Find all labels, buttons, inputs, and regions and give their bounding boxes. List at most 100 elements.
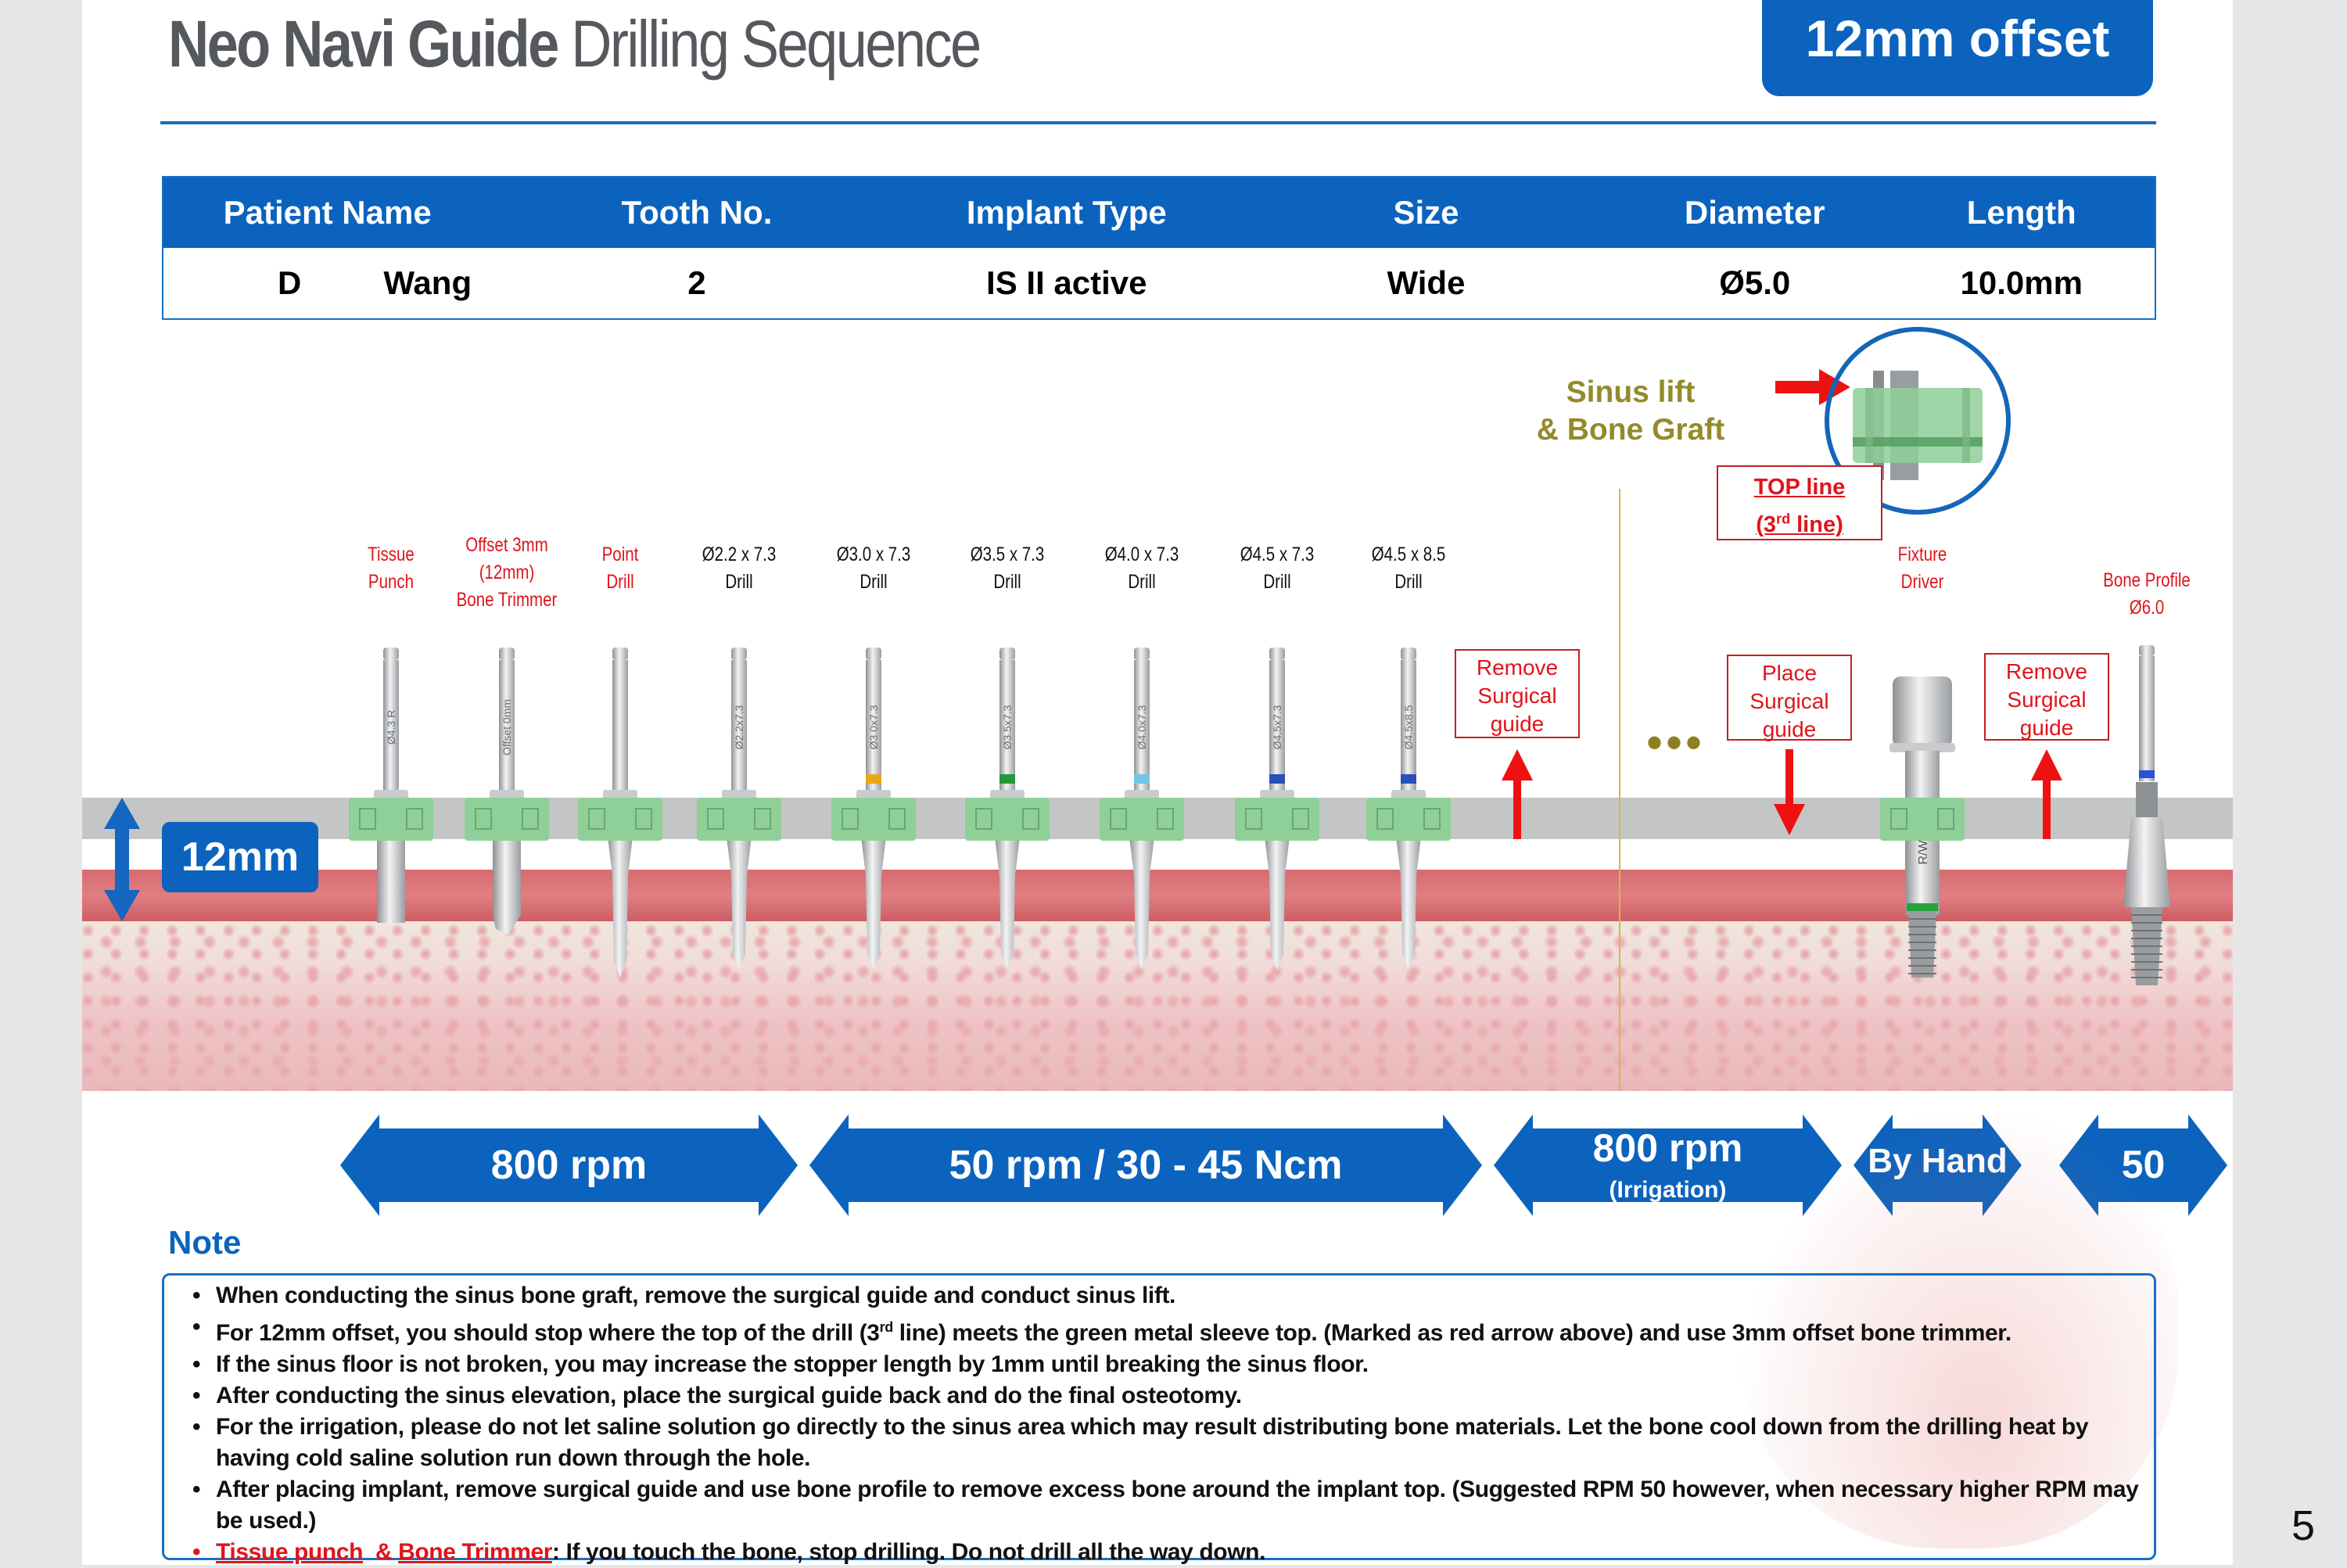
action-line: Surgical bbox=[1749, 689, 1829, 713]
drill-bit-icon: Ø4.3 R bbox=[349, 648, 433, 923]
double-arrow-horizontal-icon bbox=[809, 1114, 1482, 1216]
speed-arrow: 800 rpm bbox=[340, 1114, 798, 1216]
col-header-patient-name: Patient Name bbox=[163, 177, 492, 248]
depth-12mm-label: 12mm bbox=[162, 822, 318, 892]
tool-label: Offset 3mm(12mm)Bone Trimmer bbox=[443, 532, 571, 614]
svg-text:Ø2.2x7.3: Ø2.2x7.3 bbox=[733, 705, 745, 749]
offset-badge: 12mm offset bbox=[1762, 0, 2153, 96]
drill-bit-icon: Ø4.5x8.5 bbox=[1366, 648, 1451, 970]
tool-label-line: Drill bbox=[859, 571, 888, 593]
col-header-implant-type: Implant Type bbox=[902, 177, 1231, 248]
svg-text:Ø4.5x7.3: Ø4.5x7.3 bbox=[1271, 705, 1283, 749]
sleeve-detail-circle bbox=[1825, 327, 2011, 515]
cell-diameter: Ø5.0 bbox=[1621, 248, 1889, 319]
table-header-row: Patient Name Tooth No. Implant Type Size… bbox=[163, 177, 2155, 248]
speed-label: 800 rpm bbox=[1592, 1126, 1743, 1170]
top-line-callout: TOP line (3rd line) bbox=[1717, 465, 1882, 540]
drill-bit-icon: Ø2.2x7.3 bbox=[697, 648, 781, 970]
cell-patient-name: D Wang bbox=[163, 248, 492, 319]
tool-label-line: Bone Profile bbox=[2103, 569, 2191, 591]
ellipsis-icon: ••• bbox=[1646, 716, 1706, 769]
tool-label-line: Offset 3mm bbox=[465, 534, 548, 556]
double-arrow-horizontal-icon bbox=[1494, 1114, 1842, 1216]
svg-text:Offset 0mm: Offset 0mm bbox=[501, 699, 513, 755]
action-line: guide bbox=[2019, 716, 2074, 740]
title-subtitle: Drilling Sequence bbox=[571, 7, 982, 81]
drill-bit-icon bbox=[578, 648, 662, 978]
third-line-sup: rd bbox=[1776, 511, 1791, 526]
note-title: Note bbox=[168, 1224, 242, 1261]
top-line-text: TOP line bbox=[1753, 475, 1846, 500]
third-line-suffix: line) bbox=[1790, 511, 1843, 537]
tool-label-line: Drill bbox=[725, 571, 753, 593]
cell-tooth-no: 2 bbox=[491, 248, 903, 319]
note-item: For the irrigation, please do not let sa… bbox=[188, 1412, 2154, 1474]
gingiva-layer bbox=[82, 870, 2233, 921]
tool-label-line: Ø3.0 x 7.3 bbox=[836, 544, 911, 565]
tool-label-line: Drill bbox=[1128, 571, 1156, 593]
tool-label-line: Ø3.5 x 7.3 bbox=[970, 544, 1045, 565]
red-arrow-up-icon bbox=[2031, 749, 2062, 839]
action-line: guide bbox=[1490, 712, 1545, 736]
speed-label: 800 rpm bbox=[490, 1143, 648, 1188]
action-line: Remove bbox=[2005, 659, 2088, 684]
third-line-prefix: (3 bbox=[1756, 511, 1777, 537]
tool-label-line: Tissue bbox=[368, 544, 414, 565]
cell-size: Wide bbox=[1230, 248, 1621, 319]
speed-arrow: By Hand bbox=[1854, 1114, 2022, 1216]
patient-info-table: Patient Name Tooth No. Implant Type Size… bbox=[162, 176, 2156, 320]
svg-text:Ø3.5x7.3: Ø3.5x7.3 bbox=[1001, 705, 1014, 749]
tool-label-line: (12mm) bbox=[479, 562, 535, 583]
bone-layer bbox=[82, 921, 2233, 1091]
tool-label-line: Point bbox=[601, 544, 639, 565]
speed-arrow: 50 bbox=[2059, 1114, 2227, 1216]
note-item: If the sinus floor is not broken, you ma… bbox=[188, 1349, 2154, 1380]
tool-label-line: Fixture bbox=[1897, 544, 1947, 565]
sinus-lift-label: Sinus lift & Bone Graft bbox=[1498, 374, 1764, 449]
note-box: When conducting the sinus bone graft, re… bbox=[162, 1273, 2156, 1568]
green-sleeve-closeup-icon bbox=[1853, 371, 1983, 480]
tool-label-line: Driver bbox=[1900, 571, 1944, 593]
tool-label-line: Ø4.5 x 8.5 bbox=[1371, 544, 1446, 565]
red-arrow-down-icon bbox=[1774, 749, 1805, 835]
tool-label-line: Punch bbox=[368, 571, 414, 593]
double-arrow-vertical-icon bbox=[104, 798, 140, 921]
note-item: When conducting the sinus bone graft, re… bbox=[188, 1280, 2154, 1311]
double-arrow-horizontal-icon bbox=[340, 1114, 798, 1216]
speed-label: 50 bbox=[2121, 1143, 2166, 1186]
col-header-size: Size bbox=[1230, 177, 1621, 248]
note-item: After conducting the sinus elevation, pl… bbox=[188, 1380, 2154, 1412]
svg-text:Ø3.0x7.3: Ø3.0x7.3 bbox=[867, 705, 880, 749]
col-header-length: Length bbox=[1888, 177, 2155, 248]
drill-bit-icon: Ø4.5x7.3 bbox=[1235, 648, 1319, 970]
svg-text:Ø4.3 R: Ø4.3 R bbox=[385, 710, 397, 745]
tool-label-line: Drill bbox=[993, 571, 1021, 593]
superscript: rd bbox=[879, 1319, 894, 1335]
action-line: Surgical bbox=[1477, 684, 1557, 708]
patient-initial: D bbox=[278, 264, 302, 301]
action-line: Place bbox=[1761, 661, 1818, 685]
tool-label-line: Ø6.0 bbox=[2129, 597, 2165, 619]
fixture-driver-icon: R/W bbox=[1880, 676, 1965, 978]
warning-text: : If you touch the bone, stop drilling. … bbox=[552, 1539, 1266, 1565]
sinus-lift-line1: Sinus lift bbox=[1566, 375, 1696, 409]
col-header-diameter: Diameter bbox=[1621, 177, 1889, 248]
page-title: Neo Navi Guide Drilling Sequence bbox=[168, 6, 982, 82]
col-header-tooth-no: Tooth No. bbox=[491, 177, 903, 248]
tool-label-line: Drill bbox=[1263, 571, 1291, 593]
drill-bit-icon: Ø4.0x7.3 bbox=[1100, 648, 1184, 970]
cell-implant-type: IS II active bbox=[902, 248, 1231, 319]
warning-term-bone-trimmer: Bone Trimmer bbox=[398, 1539, 553, 1565]
svg-text:Ø4.5x8.5: Ø4.5x8.5 bbox=[1402, 705, 1415, 749]
action-line: Remove bbox=[1476, 655, 1559, 680]
note-item: After placing implant, remove surgical g… bbox=[188, 1474, 2154, 1537]
red-arrow-up-icon bbox=[1502, 749, 1533, 839]
tool-label-line: Ø4.5 x 7.3 bbox=[1240, 544, 1315, 565]
double-arrow-horizontal-icon bbox=[2059, 1114, 2227, 1216]
